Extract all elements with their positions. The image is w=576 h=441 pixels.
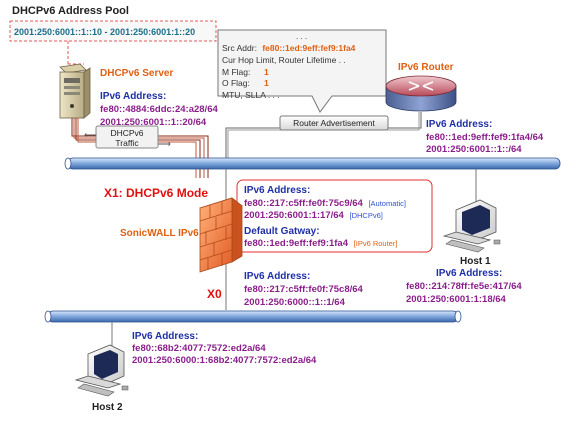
host2-addr-1: fe80::68b2:4077:7572:ed2a/64 (132, 343, 266, 354)
host2-label: Host 2 (92, 402, 123, 413)
host2-addr-2: 2001:250:6000:1:68b2:4077:7572:ed2a/64 (132, 355, 317, 366)
callout-src-value: fe80::1ed:9eff:fef9:1fa4 (262, 43, 355, 53)
x1-label: X1: DHCPv6 Mode (104, 186, 208, 200)
host1-addr-2: 2001:250:6001:1:18/64 (406, 294, 507, 305)
router-addr-2: 2001:250:6001::1::/64 (426, 144, 522, 155)
x1-tag-1: [Automatic] (368, 199, 406, 208)
pool-box (9, 20, 217, 42)
dhcp-traffic-line-1: DHCPv6 (110, 128, 143, 138)
sonicwall-label: SonicWALL IPv6 (120, 228, 199, 239)
host1-label: Host 1 (460, 256, 491, 267)
x1-tag-2: [DHCPv6] (349, 211, 382, 220)
x0-addr-1: fe80::217:c5ff:fe0f:75c8/64 (244, 284, 364, 295)
x0-addr-2: 2001:250:6000::1::1/64 (244, 297, 346, 308)
svg-text:Src Addr: fe80::1ed:9eff:f: Src Addr: fe80::1ed:9eff:fef9:1fa4 (222, 43, 356, 53)
x1-gw-title: Default Gatway: (244, 226, 320, 237)
callout-mtu: MTU, SLLA . . . (222, 90, 280, 100)
callout-o-flag-value: 1 (264, 78, 269, 88)
pool-range: 2001:250:6001::1::10 - 2001:250:6001:1::… (14, 27, 195, 37)
x0-addr-title: IPv6 Address: (244, 271, 310, 282)
callout-o-flag-label: O Flag: (222, 78, 250, 88)
server-icon (59, 63, 91, 119)
x1-gw-addr: fe80::1ed:9eff:fef9:1fa4 (244, 238, 349, 249)
callout-m-flag-label: M Flag: (222, 67, 250, 77)
svg-text:2001:250:6001:1:17/64 [DHC: 2001:250:6001:1:17/64 [DHCPv6] (244, 210, 383, 221)
callout-dots: . . . (296, 32, 307, 41)
svg-text:fe80::217:c5ff:fe0f:75c9/64: fe80::217:c5ff:fe0f:75c9/64 [Automatic] (244, 198, 406, 209)
ra-label: Router Advertisement (293, 118, 375, 128)
host1-computer-icon (442, 199, 501, 253)
router-label: IPv6 Router (398, 62, 454, 73)
server-label: DHCPv6 Server (100, 68, 173, 79)
host1-addr-1: fe80::214:78ff:fe5e:417/64 (406, 281, 522, 292)
dhcp-traffic-line-2: Traffic (115, 138, 139, 148)
svg-text:fe80::1ed:9eff:fef9:1fa4 [: fe80::1ed:9eff:fef9:1fa4 [IPv6 Router] (244, 238, 397, 249)
router-addr-1: fe80::1ed:9eff:fef9:1fa4/64 (426, 132, 544, 143)
server-addr-title: IPv6 Address: (100, 91, 166, 102)
router-icon (385, 75, 457, 112)
callout-line-2: Cur Hop Limit, Router Lifetime . . (222, 55, 346, 65)
x1-addr-1: fe80::217:c5ff:fe0f:75c9/64 (244, 198, 364, 209)
callout-m-flag-value: 1 (264, 67, 269, 77)
ra-label-box (279, 115, 389, 131)
host2-addr-title: IPv6 Address: (132, 331, 198, 342)
server-addr-2: 2001:250:6001::1::20/64 (100, 117, 207, 128)
traffic-arrow-out-icon: ⟶ (158, 139, 171, 149)
top-bus (67, 157, 561, 170)
x1-addr-title: IPv6 Address: (244, 185, 310, 196)
ra-callout (217, 29, 387, 113)
x1-gw-tag: [IPv6 Router] (354, 239, 398, 248)
pool-title: DHCPv6 Address Pool (12, 5, 129, 17)
host2-computer-icon (74, 344, 129, 397)
traffic-arrow-in-icon: ⟵ (84, 130, 97, 140)
callout-src-label: Src Addr: (222, 43, 257, 53)
host1-addr-title: IPv6 Address: (436, 268, 502, 279)
router-addr-title: IPv6 Address: (426, 119, 492, 130)
x1-addr-2: 2001:250:6001:1:17/64 (244, 210, 345, 221)
server-addr-1: fe80::4884:6ddc:24:a28/64 (100, 104, 218, 115)
firewall-icon (199, 197, 243, 273)
bottom-bus (47, 310, 459, 323)
dhcp-traffic-box (95, 125, 159, 149)
x0-label: X0 (207, 287, 222, 301)
